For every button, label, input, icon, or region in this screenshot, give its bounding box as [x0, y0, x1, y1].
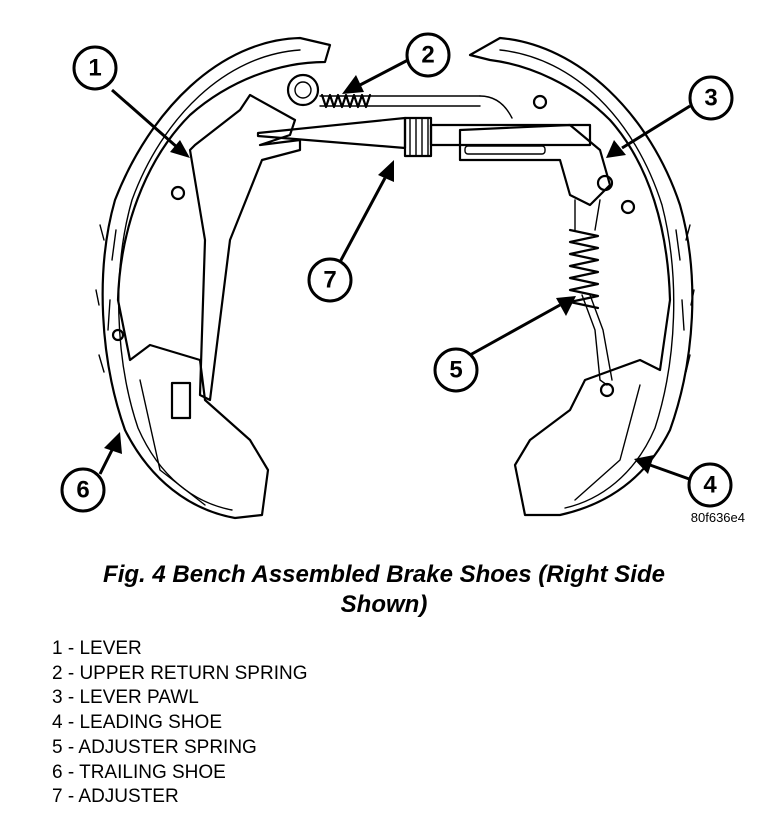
legend-item: 4 - LEADING SHOE — [52, 712, 222, 734]
caption-line-1: Fig. 4 Bench Assembled Brake Shoes (Righ… — [103, 561, 665, 588]
legend-item: 6 - TRAILING SHOE — [52, 761, 226, 783]
legend-item: 1 - LEVER — [52, 638, 142, 659]
callout-5-label: 5 — [449, 357, 462, 384]
callout-7: 7 — [307, 257, 353, 303]
callout-5: 5 — [433, 347, 479, 393]
callout-3: 3 — [688, 75, 734, 121]
callout-3-label: 3 — [704, 85, 717, 112]
callout-6: 6 — [60, 467, 106, 513]
adjuster-spring — [568, 199, 613, 386]
adjuster — [256, 116, 592, 158]
callout-1: 1 — [72, 45, 118, 91]
figure-caption: Fig. 4 Bench Assembled Brake Shoes (Righ… — [0, 560, 768, 620]
callout-2: 2 — [405, 32, 451, 78]
parts-legend: 1 - LEVER 2 - UPPER RETURN SPRING 3 - LE… — [52, 637, 307, 810]
legend-item: 7 - ADJUSTER — [52, 786, 179, 808]
legend-item: 2 - UPPER RETURN SPRING — [52, 662, 308, 684]
leading-shoe — [468, 36, 695, 517]
figure-code: 80f636e4 — [691, 510, 745, 525]
legend-item: 3 - LEVER PAWL — [52, 687, 199, 709]
legend-item: 5 - ADJUSTER SPRING — [52, 736, 257, 758]
callout-4: 4 — [687, 462, 733, 508]
caption-line-2: Shown) — [340, 591, 428, 618]
callout-4-label: 4 — [703, 472, 717, 499]
upper-return-spring — [319, 93, 513, 119]
trailing-shoe — [95, 36, 332, 520]
callout-1-label: 1 — [88, 55, 101, 82]
lever-pawl — [458, 123, 612, 207]
lever — [170, 73, 320, 420]
callout-7-label: 7 — [323, 267, 336, 294]
callout-leaders — [98, 58, 693, 482]
callout-2-label: 2 — [421, 42, 434, 69]
callout-6-label: 6 — [76, 477, 89, 504]
brake-shoe-diagram: 1 2 3 4 5 6 7 80f636e4 — [60, 32, 745, 525]
